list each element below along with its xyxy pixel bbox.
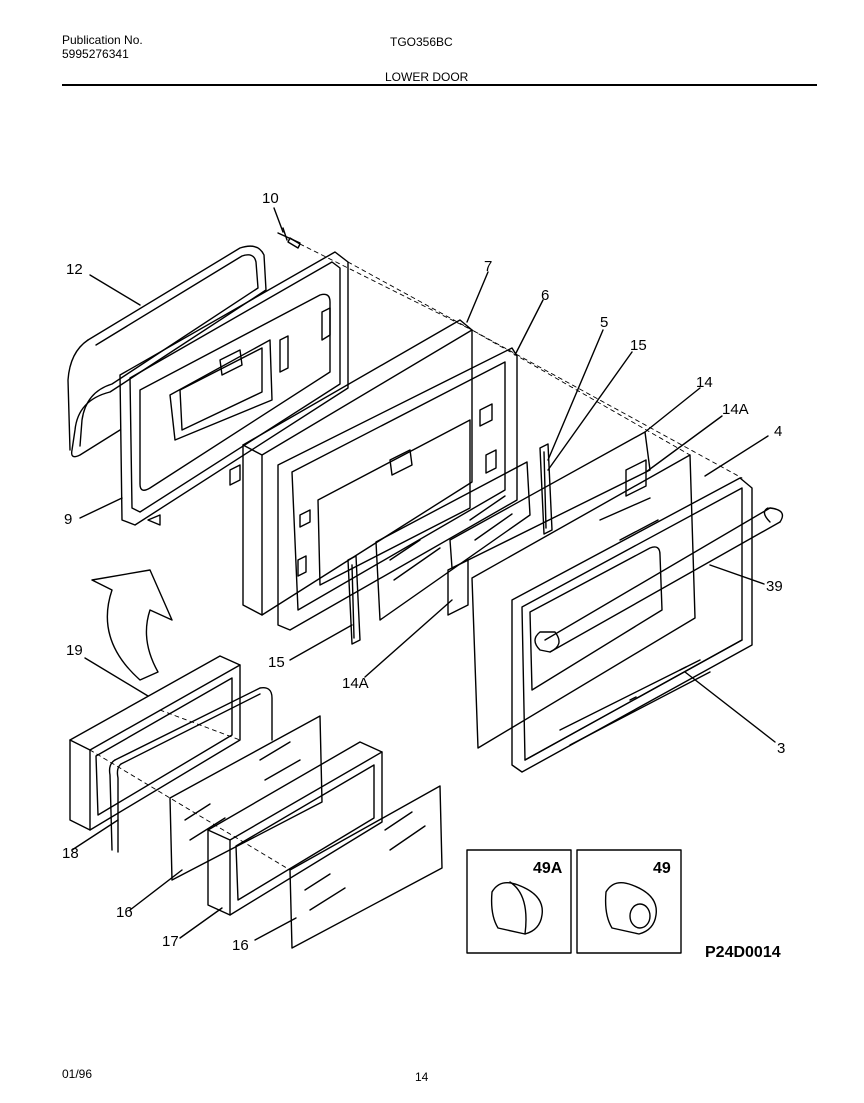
assembly-dashed-lines: [89, 243, 743, 871]
inset-box-49a: [466, 849, 572, 954]
outer-frame-part-3: [511, 477, 753, 773]
publication-number: 5995276341: [62, 47, 129, 61]
header-divider: [62, 84, 817, 86]
callout-39: 39: [766, 578, 783, 595]
inner-glass-part-4: [471, 454, 696, 749]
inset-label-49a: 49A: [533, 860, 563, 877]
insulation-part-14: [449, 431, 651, 569]
inset-label-49: 49: [653, 860, 671, 877]
glass-part-5: [375, 461, 531, 621]
callout-leaders: [71, 207, 776, 941]
publication-label: Publication No.: [62, 33, 143, 47]
callout-14a-low: 14A: [342, 675, 369, 692]
glass-part-16-a: [169, 715, 323, 881]
page-number: 14: [415, 1070, 429, 1084]
model-number: TGO356BC: [390, 35, 453, 49]
callout-9: 9: [64, 511, 72, 528]
door-frame-part-6: [277, 347, 518, 631]
screw-part-10: [277, 227, 301, 249]
knob-part-49a: [490, 881, 543, 935]
section-title: LOWER DOOR: [385, 70, 469, 84]
callout-14: 14: [696, 374, 713, 391]
frame-part-17: [207, 741, 383, 916]
callout-10: 10: [262, 190, 279, 207]
figure-id: P24D0014: [705, 944, 781, 961]
callout-7: 7: [484, 258, 492, 275]
callout-5: 5: [600, 314, 608, 331]
inset-box-49: [576, 849, 682, 954]
hinge-bracket-part-15-lower: [347, 555, 361, 645]
callout-18: 18: [62, 845, 79, 862]
gasket-part-18: [108, 687, 273, 853]
assembly-arrow: [91, 569, 173, 681]
knob-part-49: [604, 882, 657, 935]
callout-17: 17: [162, 933, 179, 950]
frame-part-19: [69, 655, 241, 831]
callout-3: 3: [777, 740, 785, 757]
callout-14a-right: 14A: [722, 401, 749, 418]
callout-16-b: 16: [232, 937, 249, 954]
door-liner-part-9: [119, 251, 349, 526]
callout-19: 19: [66, 642, 83, 659]
callout-6: 6: [541, 287, 549, 304]
gasket-part-12: [67, 245, 267, 458]
callout-12: 12: [66, 261, 83, 278]
hinge-bracket-part-15: [539, 443, 553, 535]
callout-4: 4: [774, 423, 782, 440]
callout-16-a: 16: [116, 904, 133, 921]
insulation-pad-part-14a: [447, 459, 647, 616]
callout-15-top: 15: [630, 337, 647, 354]
callout-15-low: 15: [268, 654, 285, 671]
footer-date: 01/96: [62, 1067, 93, 1081]
handle-part-39: [534, 507, 784, 653]
glass-part-16-b: [289, 785, 443, 949]
door-panel-part-7: [242, 319, 473, 616]
